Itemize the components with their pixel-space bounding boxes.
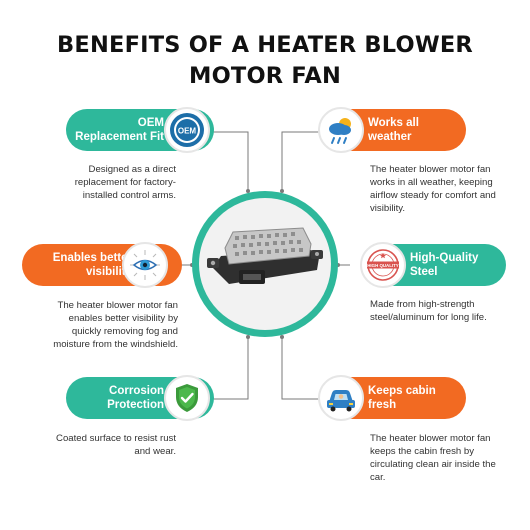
eye-icon [122, 242, 168, 288]
description-line: moisture from the windshield. [53, 339, 178, 350]
blower-motor-resistor-image [207, 227, 323, 284]
description-line: installed control arms. [82, 190, 176, 201]
description-line: visibility. [370, 203, 406, 214]
title-line-2: MOTOR FAN [189, 63, 341, 89]
page-title: BENEFITS OF A HEATER BLOWER MOTOR FAN [0, 30, 530, 92]
benefit-description: Designed as a direct replacement for fac… [60, 163, 176, 202]
benefit-label-line-2: Steel [410, 266, 438, 278]
description-line: The heater blower motor fan [370, 433, 491, 444]
title-line-1: BENEFITS OF A HEATER BLOWER [57, 32, 473, 58]
description-line: steel/aluminum for long life. [370, 312, 487, 323]
high-quality-stamp-icon: HIGH QUALITY [360, 242, 406, 288]
center-product-circle [192, 191, 338, 337]
benefit-description: Coated surface to resist rust and wear. [24, 432, 176, 458]
description-line: circulating clean air inside the [370, 459, 496, 470]
benefit-description: The heater blower motor fan keeps the ca… [370, 432, 520, 484]
oem-seal-icon: OEM [164, 107, 210, 153]
high-quality-badge-text: HIGH QUALITY [367, 263, 399, 268]
description-line: The heater blower motor fan [370, 164, 491, 175]
car-icon [318, 375, 364, 421]
description-line: Designed as a direct [88, 164, 176, 175]
benefit-label-line-1: Enables better [52, 252, 132, 264]
oem-badge-text: OEM [178, 127, 197, 136]
benefit-label-line-2: Protection [107, 399, 164, 411]
benefit-label-line-2: fresh [368, 399, 397, 411]
benefit-label-line-1: Corrosion [109, 385, 164, 397]
benefit-label-line-1: Keeps cabin [368, 385, 436, 397]
benefit-label-line-1: OEM [137, 117, 164, 129]
benefit-label-line-2: visibility [85, 266, 132, 278]
description-line: The heater blower motor fan [57, 300, 178, 311]
benefit-label-line-1: Works all [368, 117, 419, 129]
description-line: Coated surface to resist rust [56, 433, 176, 444]
benefit-description: The heater blower motor fan enables bett… [24, 299, 178, 351]
description-line: car. [370, 472, 386, 483]
description-line: quickly removing fog and [71, 326, 178, 337]
benefit-label-line-1: High-Quality [410, 252, 479, 264]
description-line: and wear. [134, 446, 176, 457]
description-line: enables better visibility by [68, 313, 178, 324]
shield-check-icon [164, 375, 210, 421]
weather-icon [318, 107, 364, 153]
description-line: works in all weather, keeping [370, 177, 493, 188]
description-line: Made from high-strength [370, 299, 475, 310]
benefit-description: Made from high-strength steel/aluminum f… [370, 298, 520, 324]
description-line: replacement for factory- [74, 177, 176, 188]
benefit-description: The heater blower motor fan works in all… [370, 163, 520, 215]
benefit-label-line-2: Replacement Fit [75, 131, 164, 143]
description-line: airflow steady for comfort and [370, 190, 496, 201]
description-line: keeps the cabin fresh by [370, 446, 474, 457]
benefit-label-line-2: weather [368, 131, 412, 143]
